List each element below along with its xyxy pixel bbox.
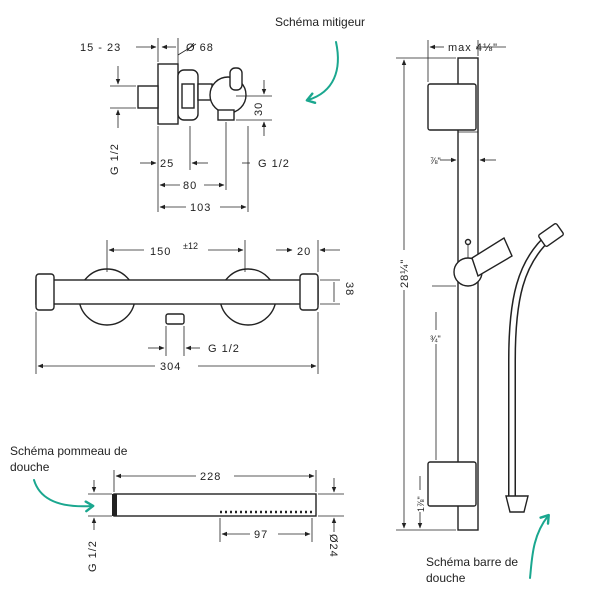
dim-max-width: max 4⅛" <box>448 42 498 54</box>
caption-mixer: Schéma mitigeur <box>275 15 365 29</box>
dim-thread-right: G 1/2 <box>258 158 290 170</box>
shower-bar-schema: max 4⅛" ⅞" 28¼" ¾" 1⅞" <box>396 40 564 531</box>
dim-thread-left: G 1/2 <box>109 143 121 175</box>
mixer-schema: 15 - 23 Ø 68 G 1/2 30 25 G 1/2 80 103 <box>80 38 290 214</box>
shower-bar-bracket-top <box>427 83 477 131</box>
caption-mixer-arrow <box>305 41 339 105</box>
dim-7-8: ⅞" <box>430 156 441 166</box>
mixer-handle <box>229 67 243 91</box>
shower-bar-bracket-bottom <box>427 461 477 507</box>
shower-bar-rail <box>457 57 479 531</box>
dim-head-thread: G 1/2 <box>87 540 99 572</box>
leader-line <box>177 43 197 56</box>
dim-103: 103 <box>190 202 211 214</box>
dim-97: 97 <box>254 529 268 541</box>
shower-hose-end-top <box>538 223 564 247</box>
dim-38: 38 <box>343 282 355 296</box>
slider-knob <box>464 238 472 246</box>
thermostat-schema: 150 ±12 20 38 G 1/2 304 <box>35 240 355 374</box>
dim-25: 25 <box>160 158 174 170</box>
caption-head-1: Schéma pommeau de <box>10 444 128 458</box>
dim-offset: 15 - 23 <box>80 42 121 54</box>
mixer-outlet <box>217 109 235 121</box>
dim-1-7-8: 1⅞" <box>416 496 426 512</box>
dim-150: 150 <box>150 246 171 258</box>
dim-height: 30 <box>253 102 265 116</box>
dim-thermostat-thread: G 1/2 <box>208 343 240 355</box>
thermostat-body <box>35 279 319 305</box>
mixer-inlet <box>137 85 159 109</box>
dim-total-length: 28¼" <box>399 259 411 288</box>
caption-head-arrow <box>33 479 95 513</box>
dim-tolerance: ±12 <box>183 241 198 251</box>
thermostat-knob-right <box>299 273 319 311</box>
hand-shower-schema: 228 G 1/2 97 Ø24 <box>87 470 344 572</box>
shower-hose-end-bottom <box>505 495 529 513</box>
dim-24: Ø24 <box>327 534 339 558</box>
shower-hose-outline <box>508 232 553 496</box>
shower-hose-inner <box>509 234 552 496</box>
dim-228: 228 <box>200 471 221 483</box>
caption-bar-1: Schéma barre de <box>426 555 518 569</box>
mixer-wall-plate <box>157 63 179 125</box>
caption-head-2: douche <box>10 460 50 474</box>
thermostat-outlet <box>165 313 185 325</box>
caption-bar-2: douche <box>426 571 466 585</box>
shower-bar-holder <box>471 236 513 278</box>
dim-diameter: Ø 68 <box>186 42 214 54</box>
dim-20: 20 <box>297 246 311 258</box>
dim-80: 80 <box>183 180 197 192</box>
hand-shower-connector <box>112 494 117 516</box>
caption-bar-arrow <box>529 513 550 579</box>
dim-3-4: ¾" <box>430 334 441 344</box>
dim-304: 304 <box>160 361 181 373</box>
mixer-connector <box>181 83 195 109</box>
thermostat-knob-left <box>35 273 55 311</box>
